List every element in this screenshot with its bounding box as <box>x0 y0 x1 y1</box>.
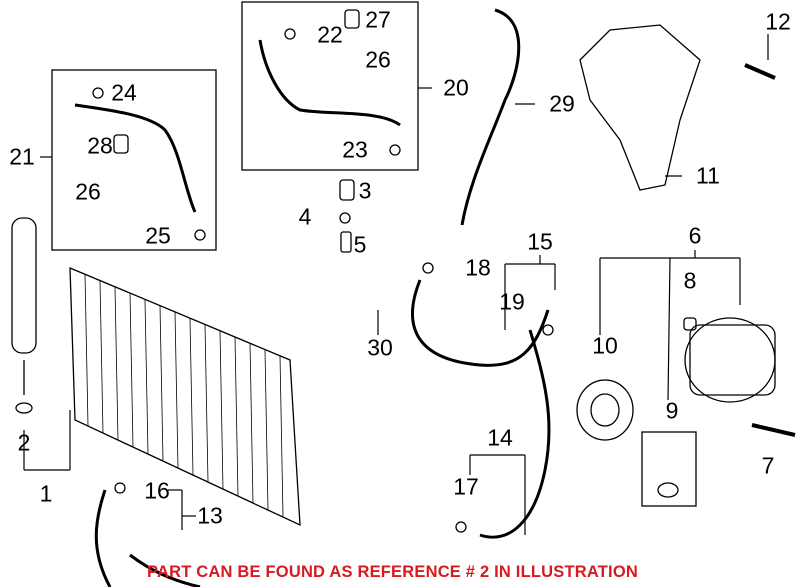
callout-19: 19 <box>499 288 525 315</box>
callout-1: 1 <box>39 480 53 507</box>
callout-6: 6 <box>688 222 702 249</box>
callout-22: 22 <box>317 21 343 48</box>
callout-26b: 26 <box>75 178 101 205</box>
hose-14 <box>479 329 551 539</box>
callout-15: 15 <box>527 228 553 255</box>
callout-18: 18 <box>465 254 491 281</box>
callout-28: 28 <box>87 132 113 159</box>
callout-21: 21 <box>9 143 35 170</box>
callout-3: 3 <box>358 177 372 204</box>
leader-lines <box>23 34 769 535</box>
callout-9: 9 <box>665 397 679 424</box>
hose-15 <box>411 279 550 367</box>
callout-26: 26 <box>365 46 391 73</box>
callout-5: 5 <box>353 231 367 258</box>
callout-16: 16 <box>144 477 170 504</box>
condenser-part <box>69 267 301 527</box>
hose-29 <box>460 8 521 226</box>
callout-23: 23 <box>342 136 368 163</box>
callout-12: 12 <box>765 8 791 35</box>
callout-2: 2 <box>17 429 31 456</box>
callout-4: 4 <box>298 203 312 230</box>
callout-27: 27 <box>365 6 391 33</box>
callout-24: 24 <box>111 79 137 106</box>
callout-7: 7 <box>761 452 775 479</box>
group-box-21 <box>51 69 217 251</box>
hose-21 <box>74 103 197 213</box>
callout-29: 29 <box>549 90 575 117</box>
bolt-7 <box>751 423 796 437</box>
callout-30: 30 <box>367 334 393 361</box>
callout-17: 17 <box>453 473 479 500</box>
group-box-20 <box>241 1 419 171</box>
callout-11: 11 <box>696 162 720 189</box>
callout-13: 13 <box>197 502 223 529</box>
drier-part <box>11 217 37 414</box>
bolt-12 <box>744 63 776 80</box>
group-box-9 <box>641 431 697 507</box>
compressor-part <box>684 317 776 403</box>
callout-25: 25 <box>145 222 171 249</box>
callout-8: 8 <box>683 267 697 294</box>
pulley-part <box>576 379 634 441</box>
small-parts <box>92 9 697 533</box>
callout-14: 14 <box>487 424 513 451</box>
callout-20: 20 <box>443 74 469 101</box>
callout-10: 10 <box>592 332 618 359</box>
reference-note: PART CAN BE FOUND AS REFERENCE # 2 IN IL… <box>147 563 638 581</box>
bracket-part <box>579 24 701 191</box>
hose-13 <box>94 489 201 587</box>
hose-20 <box>258 39 401 127</box>
